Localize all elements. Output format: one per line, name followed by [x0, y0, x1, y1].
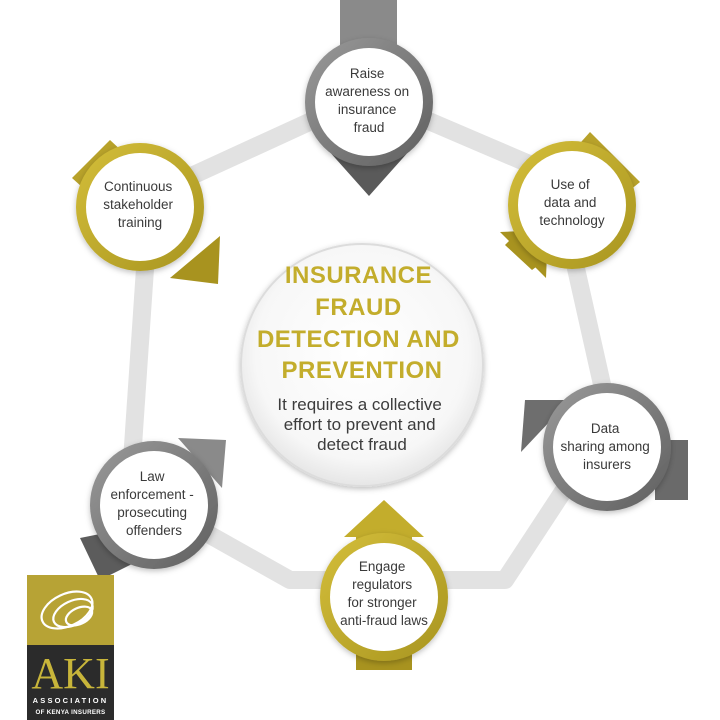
node-label-line: fraud [354, 120, 385, 135]
center-title-line: INSURANCE [285, 262, 432, 289]
node-label-line: technology [539, 213, 605, 228]
node-label-line: sharing among [560, 439, 649, 454]
center-title-line: FRAUD [315, 294, 402, 321]
node-label-line: offenders [126, 523, 182, 538]
svg-text:Continuous stakeholder: Continuous stakeholder training [103, 179, 177, 230]
aki-logo: AKI ASSOCIATION OF KENYA INSURERS [27, 575, 114, 720]
logo-text-background [27, 645, 114, 720]
logo-subline-1: ASSOCIATION [33, 696, 109, 705]
node-label-line: prosecuting [117, 505, 187, 520]
node-label-line: data and [544, 195, 597, 210]
node-label-line: Data [591, 421, 620, 436]
svg-text:Law enforcement -: Law enforcement - prosecuting offenders [110, 469, 197, 538]
center-subtitle-line: It requires a collective [277, 395, 441, 414]
svg-text:Use of data and te: Use of data and technology [539, 177, 605, 228]
node-label-line: for stronger [348, 595, 418, 610]
node-label-line: Engage [359, 559, 406, 574]
node-label-line: Raise [350, 66, 385, 81]
node-data-sharing: Data sharing among insurers [543, 383, 671, 511]
node-label-line: insurers [583, 457, 631, 472]
node-label-line: enforcement - [110, 487, 193, 502]
node-label-line: regulators [352, 577, 412, 592]
node-label-line: anti-fraud laws [340, 613, 428, 628]
node-label-line: awareness on [325, 84, 409, 99]
node-label-line: Law [140, 469, 165, 484]
center-subtitle-line: detect fraud [317, 435, 407, 454]
logo-wordmark: AKI [31, 649, 109, 698]
logo-swirl-icon [40, 590, 94, 630]
node-label-line: Continuous [104, 179, 173, 194]
center-hub: INSURANCE FRAUD DETECTION AND PREVENTION… [240, 243, 484, 487]
svg-text:Engage regulators: Engage regulators for stronger anti-frau… [340, 559, 428, 628]
svg-text:Data sharing among: Data sharing among insurers [560, 421, 653, 472]
center-subtitle: It requires a collective effort to preve… [277, 395, 446, 454]
logo-emblem-background [27, 575, 114, 645]
node-raise-awareness: Raise awareness on insurance fraud [305, 38, 433, 166]
center-title-line: DETECTION AND [257, 326, 460, 353]
center-title: INSURANCE FRAUD DETECTION AND PREVENTION [257, 262, 467, 384]
node-label-line: training [118, 215, 162, 230]
node-label-line: insurance [338, 102, 397, 117]
svg-text:Raise awareness on: Raise awareness on insurance fraud [325, 66, 413, 135]
center-subtitle-line: effort to prevent and [284, 415, 436, 434]
node-label-line: Use of [551, 177, 590, 192]
center-title-line: PREVENTION [281, 357, 442, 384]
node-data-technology: Use of data and technology [508, 141, 636, 269]
node-label-line: stakeholder [103, 197, 173, 212]
node-law-enforcement: Law enforcement - prosecuting offenders [90, 441, 218, 569]
node-engage-regulators: Engage regulators for stronger anti-frau… [320, 533, 448, 661]
logo-subline-2: OF KENYA INSURERS [36, 709, 106, 716]
node-stakeholder-training: Continuous stakeholder training [76, 143, 204, 271]
